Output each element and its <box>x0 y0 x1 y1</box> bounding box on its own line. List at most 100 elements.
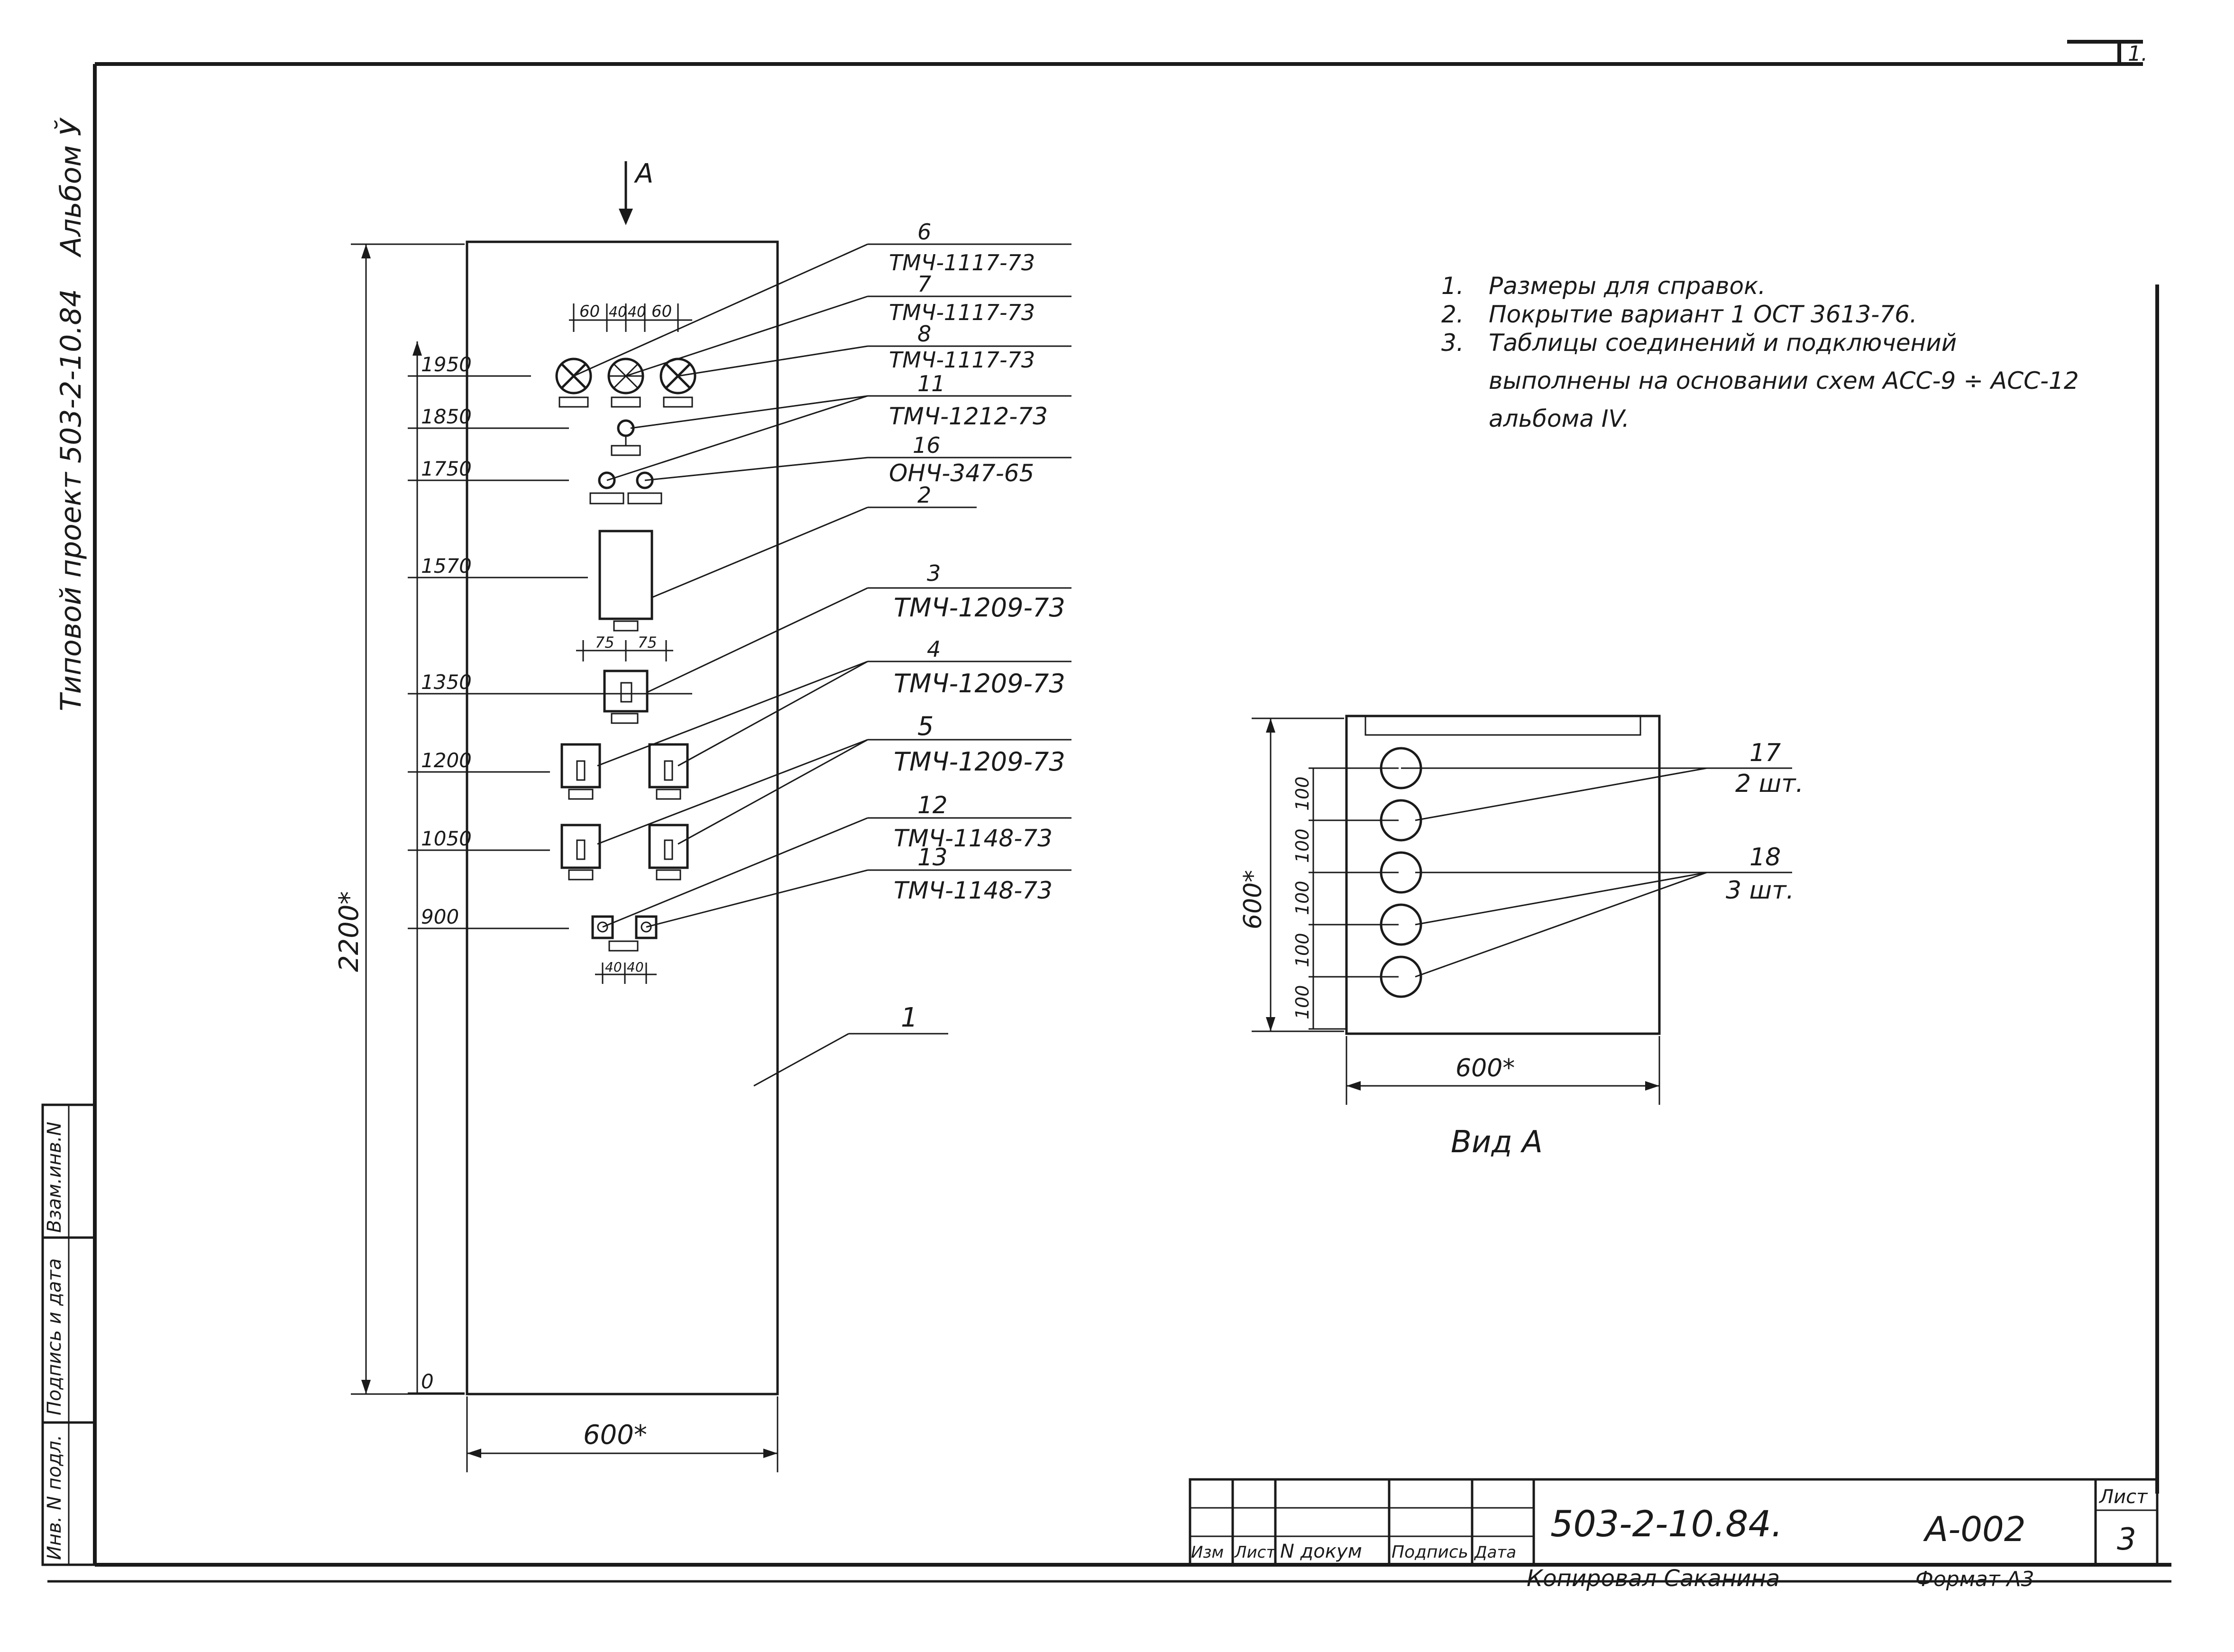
callout-6-num: 6 <box>917 219 931 245</box>
album-label: Альбом Ў <box>54 117 88 258</box>
level-900: 900 <box>421 905 459 928</box>
stamp-signature-date: Подпись и дата <box>44 1258 65 1415</box>
top-spacing-2: 40 <box>609 304 627 321</box>
callout-5-code: ТМЧ-1209-73 <box>894 747 1065 777</box>
level-1750: 1750 <box>421 457 472 480</box>
level-1050: 1050 <box>421 827 472 850</box>
callout-13-num: 13 <box>917 844 948 871</box>
mid-spacing-2: 75 <box>638 633 657 652</box>
view-a-spacing-2: 100 <box>1292 828 1313 863</box>
side-texts: Альбом Ў Типовой проект 503-2-10.84 <box>54 117 88 711</box>
note-2-num: 2. <box>1441 301 1464 328</box>
note-3-line2: выполнены на основании схем АСС-9 ÷ АСС-… <box>1489 367 2079 395</box>
device-4-right <box>648 743 689 800</box>
notes: 1. Размеры для справок. 2. Покрытие вари… <box>1441 272 2079 432</box>
callout-3-code: ТМЧ-1209-73 <box>894 593 1065 623</box>
level-1850: 1850 <box>421 405 472 428</box>
hole-4 <box>1380 903 1422 946</box>
device-5-left <box>560 824 601 881</box>
device-2 <box>598 530 653 632</box>
callout-8-num: 8 <box>917 321 931 347</box>
title-col-doc: N докум <box>1280 1541 1362 1562</box>
bottom-spacing-1: 40 <box>605 959 622 975</box>
view-a-width-dim: 600* <box>1456 1054 1515 1083</box>
top-spacing-1: 60 <box>579 302 600 321</box>
callout-7-code: ТМЧ-1117-73 <box>889 300 1035 325</box>
button-13 <box>635 915 658 939</box>
level-1350: 1350 <box>421 670 472 694</box>
switch-11-left <box>589 471 624 505</box>
hole-2 <box>1380 799 1422 842</box>
device-3 <box>603 670 649 724</box>
lamp-6 <box>555 358 592 408</box>
callout-17-num: 17 <box>1749 739 1781 767</box>
title-col-izm: Изм <box>1191 1543 1224 1562</box>
title-col-date: Дата <box>1474 1543 1516 1562</box>
left-stamp: Инв. N подл. Подпись и дата Взам.инв.N <box>41 1103 96 1566</box>
callout-3-num: 3 <box>927 560 941 586</box>
view-arrow-label: А <box>634 158 653 189</box>
note-1-text: Размеры для справок. <box>1489 272 1766 300</box>
callout-13-code: ТМЧ-1148-73 <box>894 877 1053 904</box>
callout-8-code: ТМЧ-1117-73 <box>889 347 1035 373</box>
panel-width-dim: 600* <box>583 1420 647 1450</box>
drawing-code: А-002 <box>1923 1509 2026 1549</box>
view-a-caption: Вид А <box>1451 1125 1543 1160</box>
callout-17-qty: 2 шт. <box>1735 770 1804 798</box>
doc-code: 503-2-10.84. <box>1550 1503 1783 1545</box>
callout-11-num: 11 <box>917 371 945 396</box>
note-3-num: 3. <box>1441 329 1464 357</box>
switch-16-right <box>627 471 662 505</box>
project-label: Типовой проект 503-2-10.84 <box>55 289 88 711</box>
callout-4-code: ТМЧ-1209-73 <box>894 669 1065 698</box>
callout-6-code: ТМЧ-1117-73 <box>889 250 1035 275</box>
sheet-number: 3 <box>2117 1522 2136 1557</box>
device-5-right <box>648 824 689 881</box>
callout-16-code: ОНЧ-347-65 <box>889 459 1034 487</box>
callout-18-qty: 3 шт. <box>1726 876 1794 905</box>
view-a-spacing-4: 100 <box>1292 933 1313 967</box>
title-col-sign: Подпись <box>1392 1542 1468 1562</box>
view-a-spacing-3: 100 <box>1292 881 1313 915</box>
callout-18-num: 18 <box>1749 843 1781 872</box>
button-12 <box>591 915 614 939</box>
top-spacing-4: 60 <box>651 302 672 321</box>
callout-2-num: 2 <box>917 482 931 508</box>
callout-12-num: 12 <box>917 791 948 819</box>
switch-11-upper <box>611 419 641 456</box>
note-1-num: 1. <box>1441 272 1464 300</box>
stamp-vzam-inv: Взам.инв.N <box>44 1122 65 1233</box>
device-4-left <box>560 743 601 800</box>
part-1-label: 1 <box>901 1002 918 1033</box>
title-block: Изм Лист N докум Подпись Дата 503-2-10.8… <box>1189 1478 2159 1592</box>
stamp-inv-orig: Инв. N подл. <box>44 1435 65 1560</box>
callout-7-num: 7 <box>917 271 931 297</box>
lamp-8 <box>659 358 696 408</box>
note-2-text: Покрытие вариант 1 ОСТ 3613-76. <box>1489 301 1917 328</box>
lamp-7 <box>607 358 644 408</box>
level-1950: 1950 <box>421 353 472 376</box>
hole-5 <box>1380 955 1422 998</box>
view-a: 600* 100 100 100 100 100 17 2 шт. 18 3 ш… <box>1239 715 1804 1160</box>
callout-4-num: 4 <box>927 636 941 662</box>
mid-spacing-1: 75 <box>595 633 614 652</box>
top-spacing-3: 40 <box>628 304 646 321</box>
sheet-format: Формат А3 <box>1915 1567 2034 1591</box>
level-0: 0 <box>421 1370 434 1393</box>
view-a-height-dim: 600* <box>1239 870 1267 929</box>
bottom-spacing-2: 40 <box>627 959 644 975</box>
panel-front-view: А 2200* 1950 1850 1750 1570 1350 1200 10… <box>334 158 948 1472</box>
callout-12-code: ТМЧ-1148-73 <box>894 825 1053 852</box>
title-col-list: Лист <box>1234 1543 1276 1562</box>
view-a-spacing-5: 100 <box>1292 985 1313 1019</box>
note-3-line3: альбома IV. <box>1489 405 1630 432</box>
panel-height-dim: 2200* <box>334 891 365 972</box>
callouts: 6 ТМЧ-1117-73 7 ТМЧ-1117-73 8 ТМЧ-1117-7… <box>573 219 1071 928</box>
sheet-corner-mark: 1. <box>2128 42 2148 66</box>
level-1570: 1570 <box>421 554 472 578</box>
sheet-label: Лист <box>2098 1486 2148 1508</box>
level-1200: 1200 <box>421 749 472 772</box>
callout-5-num: 5 <box>917 711 934 741</box>
callout-11-code: ТМЧ-1212-73 <box>889 403 1048 430</box>
